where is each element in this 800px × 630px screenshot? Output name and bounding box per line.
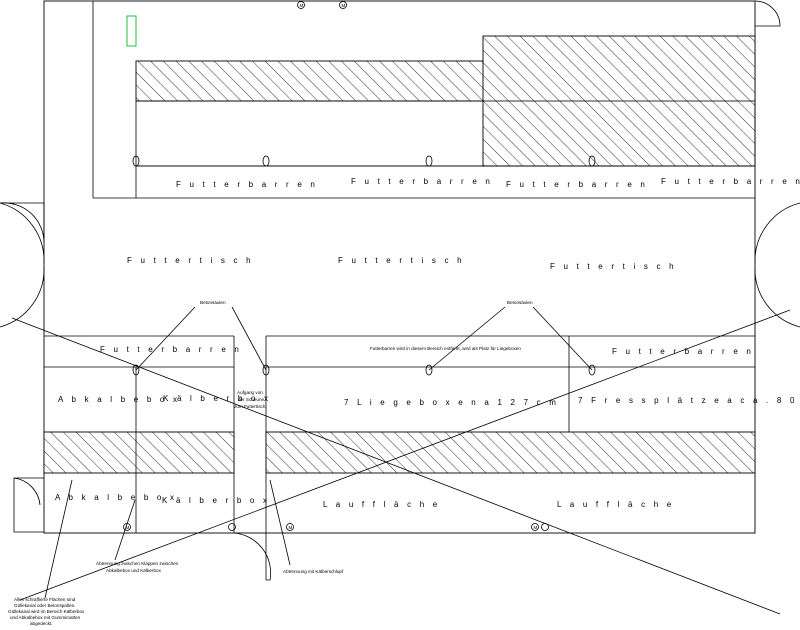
leader-lines <box>44 306 593 599</box>
label-abkalbebox-2: A b k a l b e b o x <box>55 493 177 502</box>
note-abtrennung-box-1: Abtrennung zwischen Klappen zwischen <box>96 561 179 566</box>
label-liegeboxen: 7 L i e g e b o x e n a 1 2 7 c m <box>344 398 559 407</box>
lower-left-block <box>43 336 235 533</box>
note-futterbarren-weg: Futterbarren wird in diesem Bereich entf… <box>370 346 521 351</box>
label-futterbarren-2: F u t t e r b a r r e n <box>351 177 493 186</box>
label-futterbarren-5: F u t t e r b a r r e n <box>100 345 242 354</box>
svg-text:M: M <box>289 525 293 530</box>
svg-text:M: M <box>300 3 304 8</box>
note-grund-3: Güllekanal wird im Bereich Kälberbox <box>8 609 85 614</box>
label-futterbarren-3: F u t t e r b a r r e n <box>506 180 648 189</box>
label-futtertisch-3: F u t t e r t i s c h <box>550 262 677 271</box>
note-aufgang-1: Aufgang von <box>237 390 263 395</box>
note-abtrennung-box-2: Abkalbebox und Kälberbox <box>106 568 162 573</box>
label-futterbarren-1: F u t t e r b a r r e n <box>176 180 318 189</box>
note-betonsaeulen-right: Betonsäulen <box>507 300 533 305</box>
lower-right-block <box>265 336 756 533</box>
note-grund-1: Alles schraffierte Flächen sind <box>14 597 76 602</box>
label-kaelberbox-1: K ä l b e r b o x <box>163 394 271 403</box>
note-grund-4: und Abkalbebox mit Gummimatten <box>10 615 81 620</box>
label-laufflaeche-2: L a u f f l ä c h e <box>557 500 674 509</box>
label-futterbarren-4: F u t t e r b a r r e n <box>661 177 800 186</box>
room-labels: F u t t e r b a r r e n F u t t e r b a … <box>55 177 800 509</box>
label-futterbarren-6: F u t t e r b a r r e n <box>612 347 754 356</box>
mv-symbols: M M M M M <box>123 1 549 531</box>
note-aufgang-3: zum Futtertisch <box>234 404 266 409</box>
futterbarren-top <box>135 100 756 199</box>
note-abtrennung-kaelber: Abtrennung mit Kälberschlupf <box>283 569 344 574</box>
doors <box>0 0 800 581</box>
svg-text:M: M <box>534 525 538 530</box>
label-fressplaetze: 7 F r e s s p l ä t z e a c a . 8 0 c m <box>578 396 800 405</box>
annotations: Betonsäulen Betonsäulen Futterbarren wir… <box>8 300 533 626</box>
concrete-pillars <box>132 155 596 376</box>
note-betonsaeulen-left: Betonsäulen <box>200 300 226 305</box>
svg-text:M: M <box>342 3 346 8</box>
green-marker <box>126 15 137 47</box>
label-futtertisch-2: F u t t e r t i s c h <box>338 256 465 265</box>
label-laufflaeche-1: L a u f f l ä c h e <box>323 500 440 509</box>
diagonal-line-1 <box>11 317 781 615</box>
label-abkalbebox-1: A b k a l b e b o x <box>58 395 180 404</box>
label-kaelberbox-2: K ä l b e r b o x <box>162 496 270 505</box>
note-aufgang-2: der Scheune <box>238 397 264 402</box>
note-grund-2: Güllekanal oder Betonspalten. <box>14 603 76 608</box>
diagonal-line-2 <box>19 309 791 601</box>
note-grund-5: abgedeckt. <box>30 621 52 626</box>
label-futtertisch-1: F u t t e r t i s c h <box>127 256 254 265</box>
svg-text:M: M <box>126 525 130 530</box>
hatched-strip-top-left <box>135 60 485 102</box>
